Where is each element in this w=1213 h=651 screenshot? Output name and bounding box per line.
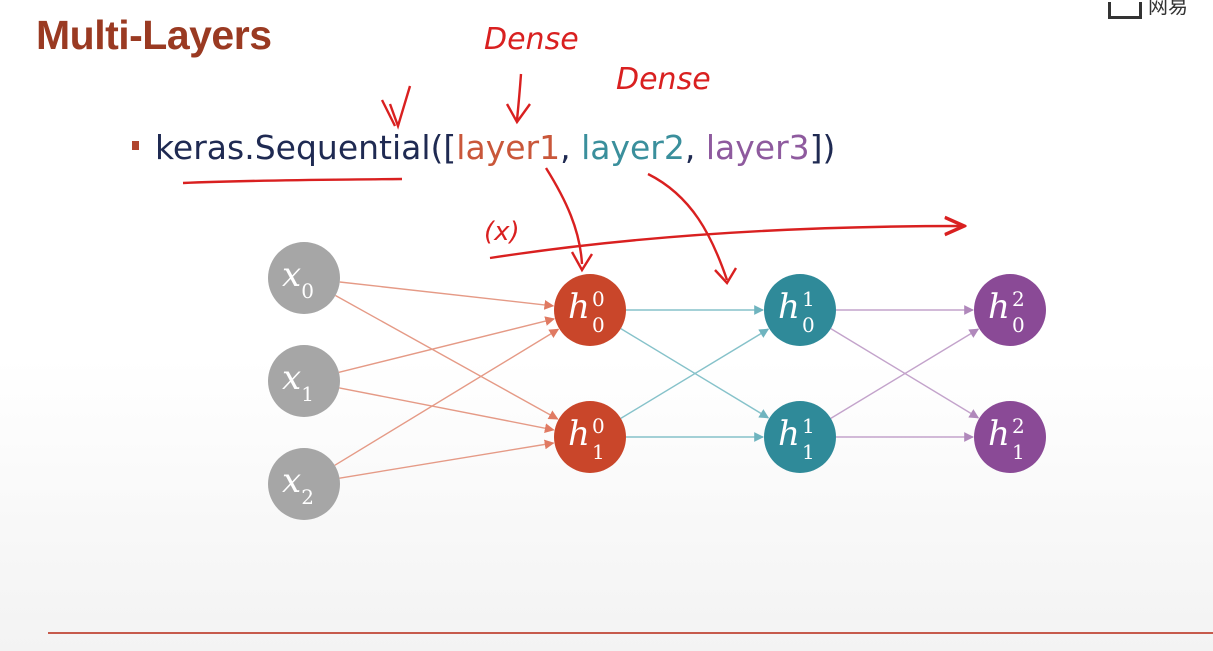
input-node-x1-circle xyxy=(268,345,340,417)
input-node-x1: x1 xyxy=(268,345,340,417)
code-sep1: , xyxy=(560,128,582,167)
hidden-node-h0-1-circle xyxy=(554,401,626,473)
edge-x2-to-l1n0 xyxy=(334,328,560,466)
ink-arrowhead-3 xyxy=(714,267,738,285)
ink-checkmark xyxy=(388,85,412,130)
corner-text: 网易 xyxy=(1148,0,1188,18)
corner-watermark: 网易 xyxy=(1108,0,1188,19)
edge-x0-to-l1n0 xyxy=(339,281,555,310)
laptop-icon xyxy=(1108,2,1142,19)
input-node-x0-circle xyxy=(268,242,340,314)
ink-arrowhead-2 xyxy=(570,251,594,273)
edge-l2n1-to-l3n0 xyxy=(830,328,980,419)
bottom-rule xyxy=(48,632,1213,634)
edge-x2-to-l1n1 xyxy=(339,439,555,479)
edge-x1-to-l1n0 xyxy=(338,316,556,374)
edge-x1-to-l1n1 xyxy=(339,387,555,434)
ink-annotations: Dense Dense (x) xyxy=(182,22,962,285)
bullet-marker xyxy=(132,141,139,150)
annotation-dense-1: Dense xyxy=(484,22,579,57)
input-node-x0: x0 xyxy=(268,242,340,314)
ink-checkmark-tail xyxy=(380,99,397,127)
code-layer2: layer2 xyxy=(581,128,685,167)
edge-x0-to-l1n1 xyxy=(335,294,559,420)
code-layer1: layer1 xyxy=(456,128,561,167)
ink-flow-arrow xyxy=(489,226,962,260)
ink-arrowhead-1 xyxy=(505,103,531,125)
slide-title: Multi-Layers xyxy=(36,12,272,58)
ink-arrow-dense-to-layer1 xyxy=(515,73,523,121)
annotation-dense-2: Dense xyxy=(616,62,711,97)
code-prefix: keras.Sequential([ xyxy=(155,128,457,167)
input-node-x1-label: x1 xyxy=(282,358,314,406)
hidden-node-h1-0-circle xyxy=(764,274,836,346)
input-node-x2-circle xyxy=(268,448,340,520)
code-sep2: , xyxy=(684,128,706,167)
ink-arrow-layer1-to-node xyxy=(544,167,584,265)
hidden-node-h1-1-circle xyxy=(764,401,836,473)
edge-l1n1-to-l2n0 xyxy=(620,328,770,419)
hidden-node-h2-1-circle xyxy=(974,401,1046,473)
input-node-x2: x2 xyxy=(268,448,340,520)
input-node-x2-label: x2 xyxy=(282,461,314,509)
code-suffix: ]) xyxy=(809,128,836,167)
code-layer3: layer3 xyxy=(705,128,810,167)
code-line: keras.Sequential([layer1, layer2, layer3… xyxy=(132,128,835,167)
network-edges xyxy=(334,281,980,479)
ink-underline-sequential xyxy=(182,177,403,185)
annotation-input-mark: (x) xyxy=(484,217,520,247)
hidden-node-h0-0-circle xyxy=(554,274,626,346)
input-node-x0-label: x0 xyxy=(282,255,314,303)
hidden-node-h2-0-circle xyxy=(974,274,1046,346)
ink-arrow-layer2-to-node xyxy=(647,172,729,281)
